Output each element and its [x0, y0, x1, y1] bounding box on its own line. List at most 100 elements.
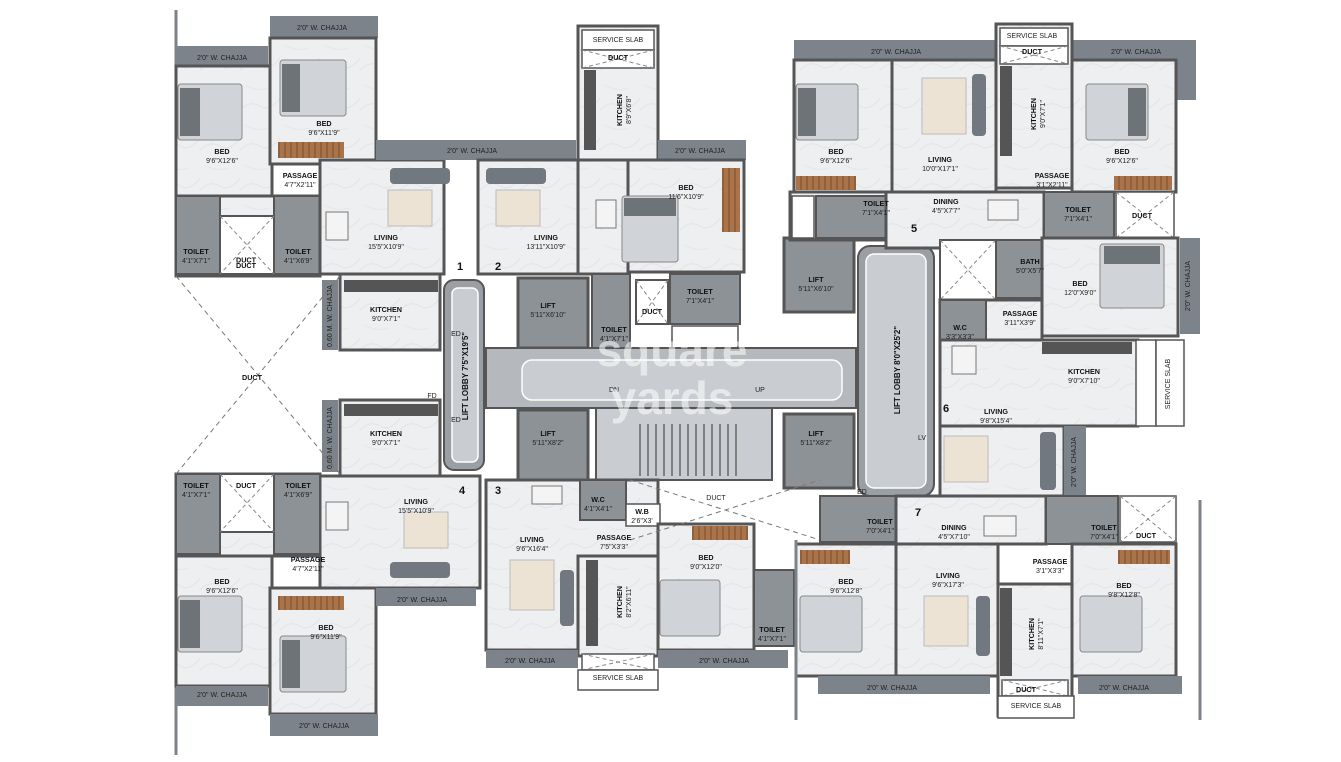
- room-name-r3: PASSAGE: [283, 171, 318, 180]
- unit-number-4: 4: [459, 485, 466, 497]
- room-dim-r36: 9'6"X12'6": [1106, 158, 1138, 165]
- chajja-label-c6: 2'0" W. CHAJJA: [299, 723, 349, 730]
- room-name-r8: KITCHEN: [370, 305, 402, 314]
- room-dim-r23: 9'6"X12'6": [206, 588, 238, 595]
- room-name-r47: KITCHEN: [1068, 367, 1100, 376]
- room-name-r33: BED: [828, 147, 843, 156]
- service-slab-s1: SERVICE SLAB: [593, 37, 644, 44]
- watermark-line1: square: [597, 324, 748, 376]
- room-dim-r42: 5'11"X6'10": [798, 286, 834, 293]
- room-dim-r14: 7'1"X4'1": [686, 298, 714, 305]
- room-dim-r30: 8'2"X6'11": [626, 586, 633, 618]
- room-name-r10: KITCHEN: [615, 94, 624, 126]
- room-name-r34: LIVING: [928, 155, 952, 164]
- room-name-r31: BED: [698, 553, 713, 562]
- plan-labels: BED 9'6"X12'6" BED 9'6"X11'9" PASSAGE 4'7"X2'…: [182, 25, 1192, 730]
- room-name-r9: LIVING: [534, 233, 558, 242]
- room-name-r41: DUCT: [1132, 211, 1153, 220]
- chajja-label-c16: 0.60 M. W. CHAJJA: [327, 407, 334, 469]
- room-name-r39: DINING: [933, 197, 959, 206]
- room-name-r58: BED: [1116, 581, 1131, 590]
- room-dim-r55: 9'6"X12'8": [830, 588, 862, 595]
- room-dim-r39: 4'5"X7'7": [932, 208, 960, 215]
- room-name-r28: W.B: [635, 507, 649, 516]
- room-dim-r20: 4'1"X7'1": [182, 492, 210, 499]
- room-dim-r27: 4'1"X4'1": [584, 506, 612, 513]
- service-slab-s3: SERVICE SLAB: [593, 675, 644, 682]
- service-slab-s5: SERVICE SLAB: [1165, 358, 1172, 409]
- room-name-r14: TOILET: [687, 287, 713, 296]
- room-name-r32: TOILET: [759, 625, 785, 634]
- chajja-label-c5: 2'0" W. CHAJJA: [197, 692, 247, 699]
- unit-number-2: 2: [495, 261, 501, 273]
- room-dim-r58: 9'8"X12'8": [1108, 592, 1140, 599]
- room-name-r16: LIFT: [540, 429, 556, 438]
- room-name-r7: LIVING: [374, 233, 398, 242]
- room-dim-r32: 4'1"X7'1": [758, 636, 786, 643]
- lv-label: LV: [918, 435, 926, 442]
- unit-number-5: 5: [911, 223, 917, 235]
- room-dim-r56: 9'6"X17'3": [932, 582, 964, 589]
- unit-number-1: 1: [457, 261, 463, 273]
- corridor-duct-label: DUCT: [706, 495, 726, 502]
- unit-number-3: 3: [495, 485, 501, 497]
- room-dim-r19: 15'5"X10'9": [398, 508, 434, 515]
- room-dim-r45: 3'3"X3'3": [946, 334, 974, 341]
- stair-up-label: UP: [755, 387, 765, 394]
- room-dim-r49: 5'11"X8'2": [800, 440, 832, 447]
- room-name-r11: BED: [678, 183, 693, 192]
- room-name-r21: TOILET: [285, 481, 311, 490]
- lift-lobby-right-label: LIFT LOBBY 8'0"X25'2": [893, 326, 902, 414]
- room-dim-r33: 9'6"X12'6": [820, 158, 852, 165]
- room-dim-r50: 7'0"X4'1": [866, 528, 894, 535]
- room-name-r4: TOILET: [183, 247, 209, 256]
- room-name-r25: BED: [318, 623, 333, 632]
- room-dim-r18: 9'0"X7'1": [372, 440, 400, 447]
- ed-label-2: ED: [451, 417, 461, 424]
- room-dim-r9: 13'11"X10'9": [526, 244, 566, 251]
- room-name-r57: KITCHEN: [1027, 618, 1036, 650]
- room-name-r2: BED: [316, 119, 331, 128]
- corridor-duct-cross: [629, 479, 821, 541]
- room-dim-r16: 5'11"X8'2": [532, 440, 564, 447]
- room-dim-r46: 3'11"X3'9": [1004, 320, 1036, 327]
- room-dim-r13: 4'1"X7'1": [600, 336, 628, 343]
- chajja-label-c4: 2'0" W. CHAJJA: [675, 148, 725, 155]
- room-dim-r7: 15'5"X10'9": [368, 244, 404, 251]
- room-name-r50: TOILET: [867, 517, 893, 526]
- room-name-r42: LIFT: [808, 275, 824, 284]
- room-dim-r26: 9'6"X16'4": [516, 546, 548, 553]
- room-name-r59: DUCT: [608, 53, 629, 62]
- room-name-r54: PASSAGE: [1033, 557, 1068, 566]
- room-dim-r28: 2'6"X3': [631, 518, 653, 525]
- service-slab-s2: SERVICE SLAB: [1007, 33, 1058, 40]
- room-name-r6: DUCT: [236, 261, 257, 270]
- room-name-r24: PASSAGE: [291, 555, 326, 564]
- room-dim-r5: 4'1"X6'9": [284, 258, 312, 265]
- lift-lobby-left-label: LIFT LOBBY 7'5"X19'5": [461, 332, 470, 420]
- room-dim-r47: 9'0"X7'10": [1068, 378, 1100, 385]
- room-dim-r44: 12'0"X9'0": [1064, 290, 1096, 297]
- room-dim-r52: 7'0"X4'1": [1090, 534, 1118, 541]
- room-name-r5: TOILET: [285, 247, 311, 256]
- chajja-label-c2: 2'0" W. CHAJJA: [297, 25, 347, 32]
- chajja-label-c12: 2'0" W. CHAJJA: [867, 685, 917, 692]
- room-dim-r11: 11'6"X10'9": [668, 194, 704, 201]
- room-name-r29: PASSAGE: [597, 533, 632, 542]
- unit-number-6: 6: [943, 403, 949, 415]
- chajja-label-c10: 2'0" W. CHAJJA: [871, 49, 921, 56]
- room-name-r44: BED: [1072, 279, 1087, 288]
- room-name-r22: DUCT: [236, 481, 257, 490]
- room-dim-r3: 4'7"X2'11": [284, 182, 316, 189]
- chajja-label-c7: 2'0" W. CHAJJA: [397, 597, 447, 604]
- service-slab-s4: SERVICE SLAB: [1011, 703, 1062, 710]
- room-name-r20: TOILET: [183, 481, 209, 490]
- room-name-r52: TOILET: [1091, 523, 1117, 532]
- room-name-r15: DUCT: [642, 307, 663, 316]
- chajja-label-c14: 2'0" W. CHAJJA: [1185, 261, 1192, 311]
- room-name-r51: DINING: [941, 523, 967, 532]
- room-dim-r37: 3'1"X2'11": [1036, 182, 1068, 189]
- room-name-r1: BED: [214, 147, 229, 156]
- room-dim-r25: 9'6"X11'9": [310, 634, 342, 641]
